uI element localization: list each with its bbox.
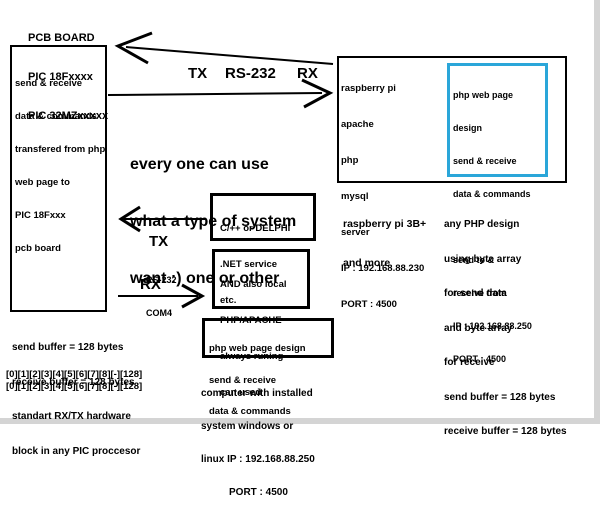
top-rx-label: RX — [297, 65, 318, 82]
raspberry-pi-caption: raspberry pi 3B+ and more — [343, 218, 427, 269]
top-left-arrow — [114, 31, 334, 65]
slogan: every one can use what a type of system … — [130, 156, 297, 287]
diagram-frame — [0, 0, 600, 424]
top-protocol-label: RS-232 — [225, 65, 276, 82]
bottom-protocol-label: RS-232 COM4 — [146, 275, 177, 318]
top-right-arrow — [107, 78, 334, 109]
php-web-page-box — [447, 63, 548, 177]
top-tx-label: TX — [188, 65, 208, 82]
raspberry-pi-text: raspberry pi apache php mysql server IP … — [341, 83, 425, 310]
pcb-board-box — [10, 45, 107, 312]
bottom-left-arrow — [118, 205, 205, 233]
php-web-page-text: php web page design send & receive data … — [453, 90, 532, 364]
local-php-box — [212, 249, 310, 309]
raspberry-pi-box — [337, 56, 567, 183]
bottom-right-arrow — [118, 283, 206, 309]
service-text: C/++ or DELPHI .NET service etc. — [220, 223, 291, 306]
service-box — [210, 193, 316, 241]
pcb-byte-array-1: [0][1][2][3][4][5][6][7][8][-][128] — [6, 369, 143, 380]
connection-arrows — [107, 31, 334, 309]
pcb-title: PCB BOARD PIC 18Fxxxx PIC 32MZxxxxx — [28, 32, 109, 122]
pcb-board-text: send & receive data & commands transfere… — [15, 78, 106, 254]
bottom-tx-label: TX — [149, 233, 169, 250]
pcb-byte-array-2: [0][1][2][3][4][5][6][7][8][-][128] — [6, 381, 143, 392]
pc-web-page-text: php web page design send & receive data … — [209, 343, 306, 417]
bottom-rx-label: RX — [140, 276, 161, 293]
pc-web-page-box — [202, 318, 334, 358]
